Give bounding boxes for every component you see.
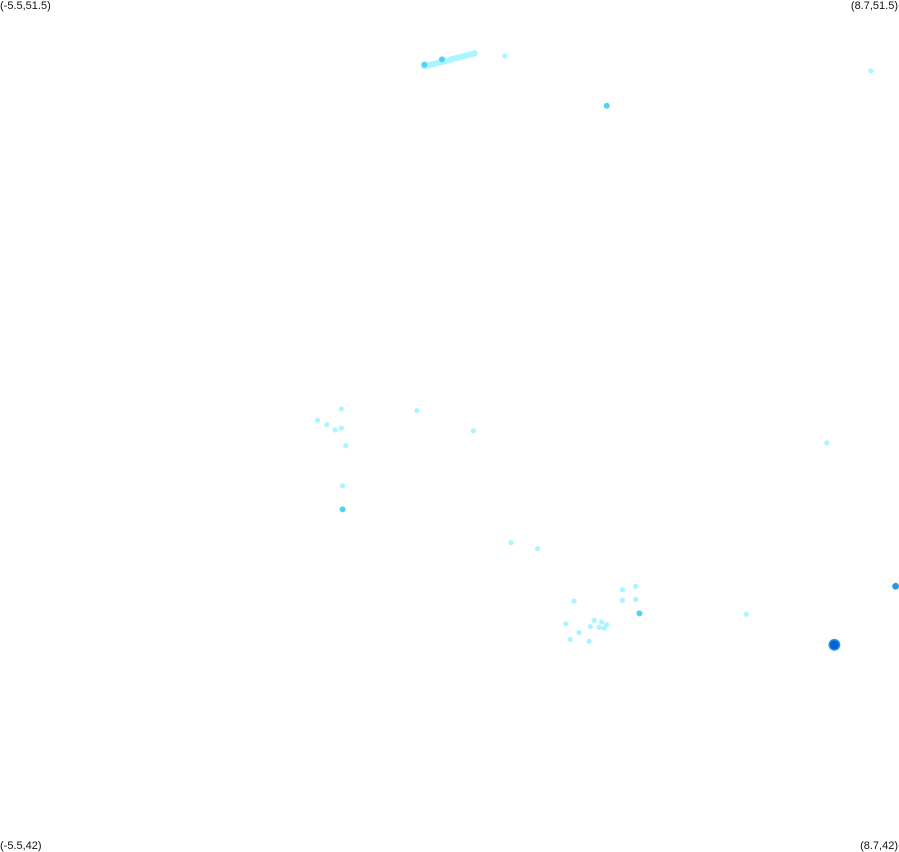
map-point-12 <box>470 428 476 434</box>
map-point-31 <box>576 629 582 636</box>
map-point-25 <box>591 617 597 623</box>
map-point-21 <box>633 596 639 602</box>
map-point-3 <box>603 102 610 109</box>
map-point-9 <box>338 425 344 431</box>
corner-label-bottom-left: (-5.5,42) <box>0 840 42 852</box>
map-point-36 <box>828 638 841 651</box>
map-point-10 <box>343 443 349 449</box>
map-point-28 <box>587 623 593 630</box>
map-point-0 <box>421 61 428 68</box>
points-layer <box>314 53 899 651</box>
map-point-13 <box>339 483 346 489</box>
map-point-1 <box>438 56 445 63</box>
map-point-4 <box>868 68 874 74</box>
map-point-30 <box>601 625 607 631</box>
map-point-15 <box>824 440 830 446</box>
map-point-33 <box>586 638 592 644</box>
corner-label-top-left: (-5.5,51.5) <box>0 0 51 12</box>
corner-label-bottom-right: (8.7,42) <box>860 840 898 852</box>
map-point-2 <box>502 53 508 59</box>
map-point-23 <box>636 610 643 617</box>
map-point-11 <box>414 408 420 414</box>
map-point-7 <box>324 422 330 428</box>
map-point-20 <box>619 597 626 603</box>
corner-label-top-right: (8.7,51.5) <box>850 0 898 12</box>
map-point-8 <box>332 427 338 433</box>
map-point-16 <box>508 539 514 546</box>
map-point-17 <box>534 546 541 552</box>
map-point-5 <box>338 406 344 412</box>
map-point-24 <box>563 621 569 627</box>
map-point-18 <box>619 587 626 593</box>
map-point-6 <box>314 417 321 423</box>
map-point-19 <box>633 583 639 589</box>
map-point-34 <box>743 611 749 617</box>
map-point-14 <box>339 506 346 513</box>
map-point-35 <box>892 582 899 590</box>
map-point-26 <box>599 619 605 625</box>
map-point-22 <box>571 598 577 604</box>
map-point-32 <box>567 636 573 643</box>
map-point-29 <box>596 624 602 630</box>
map-track-0 <box>421 50 478 70</box>
tracks-layer <box>421 50 478 70</box>
